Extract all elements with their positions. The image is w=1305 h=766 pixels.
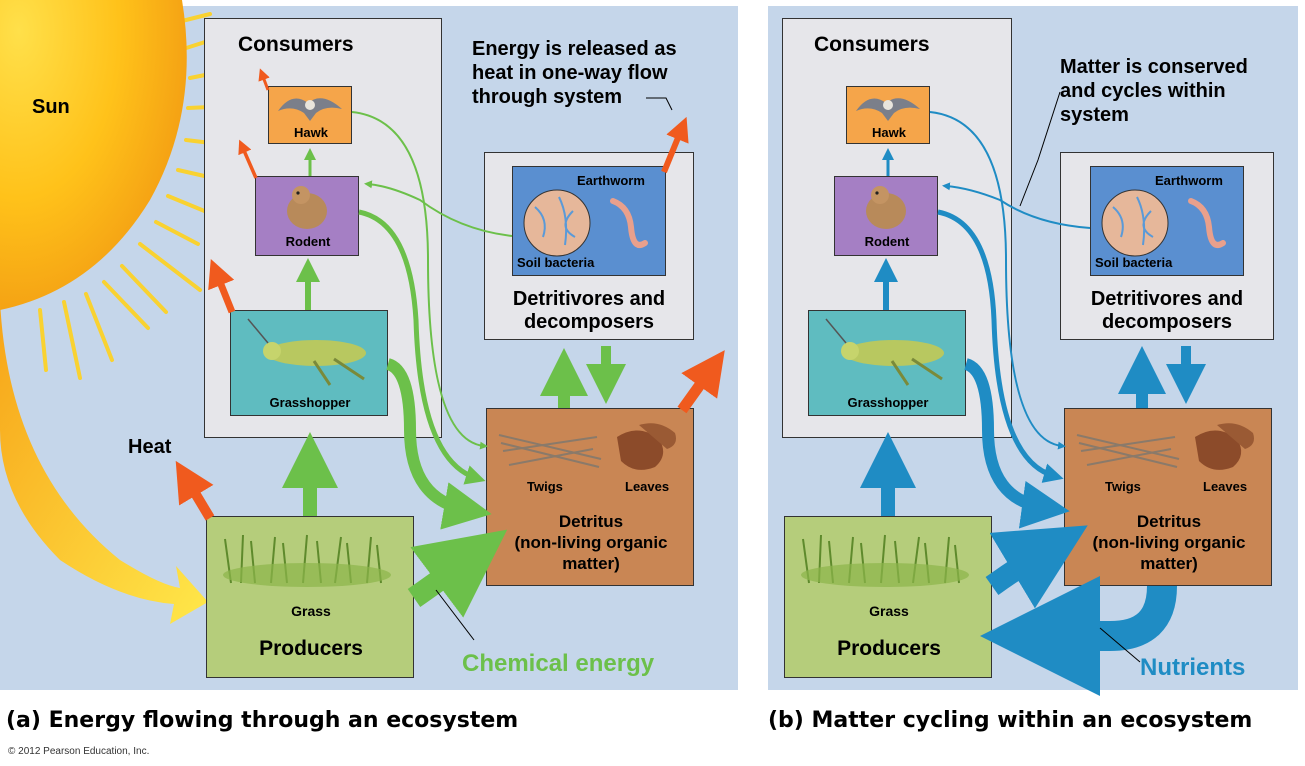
- earthworm-label-b: Earthworm: [1155, 173, 1223, 188]
- caption-a: (a) Energy flowing through an ecosystem: [6, 708, 519, 733]
- hawk-icon: [278, 98, 342, 121]
- twigs-leaves-icon: [498, 423, 676, 470]
- detritus-line-2-b: (non-living organic: [1092, 533, 1246, 552]
- twigs-label-b: Twigs: [1105, 479, 1141, 494]
- copyright-notice: © 2012 Pearson Education, Inc.: [8, 746, 150, 757]
- decomposer-image: Earthworm Soil bacteria: [512, 166, 666, 276]
- decomposer-image-b: Earthworm Soil bacteria: [1090, 166, 1244, 276]
- grasshopper-box-b: Grasshopper: [808, 310, 966, 416]
- nutrients-label: Nutrients: [1140, 654, 1246, 681]
- rodent-icon-b: [866, 186, 906, 229]
- matter-note-line-1: Matter is conserved: [1060, 56, 1248, 78]
- energy-note: Energy is released as heat in one-way fl…: [472, 37, 677, 109]
- rodent-box-b: Rodent: [834, 176, 938, 256]
- earthworm-label: Earthworm: [577, 173, 645, 188]
- hawk-box-b: Hawk: [846, 86, 930, 144]
- rodent-label: Rodent: [285, 234, 331, 249]
- grass-icon: [223, 534, 391, 587]
- detritus-box: Twigs Leaves Detritus (non-living organi…: [486, 408, 694, 586]
- chemical-energy-label: Chemical energy: [462, 650, 655, 677]
- grasshopper-label-b: Grasshopper: [847, 395, 929, 410]
- producers-box: Grass Producers: [206, 516, 414, 678]
- consumers-title-b: Consumers: [814, 33, 930, 56]
- detritus-line-1-b: Detritus: [1136, 512, 1202, 531]
- matter-note-line-2: and cycles within: [1060, 80, 1226, 102]
- detritivores-line-2: decomposers: [523, 311, 655, 333]
- energy-note-line-1: Energy is released as: [472, 38, 677, 60]
- grasshopper-label: Grasshopper: [269, 395, 351, 410]
- leaves-label: Leaves: [625, 479, 670, 494]
- energy-note-line-3: through system: [472, 86, 623, 108]
- rodent-box: Rodent: [255, 176, 359, 256]
- grasshopper-box: Grasshopper: [230, 310, 388, 416]
- producers-title-b: Producers: [837, 637, 941, 660]
- detritus-title: Detritus (non-living organic matter): [487, 511, 695, 574]
- detritus-line-3: matter): [562, 554, 620, 573]
- grass-icon-b: [801, 534, 969, 587]
- detritus-box-b: Twigs Leaves Detritus (non-living organi…: [1064, 408, 1272, 586]
- detritus-line-2: (non-living organic: [514, 533, 668, 552]
- detritus-line-3-b: matter): [1140, 554, 1198, 573]
- consumers-title: Consumers: [238, 33, 354, 56]
- soil-bacteria-label: Soil bacteria: [517, 255, 595, 270]
- soil-bacteria-label-b: Soil bacteria: [1095, 255, 1173, 270]
- grass-label-b: Grass: [869, 603, 909, 619]
- hawk-box: Hawk: [268, 86, 352, 144]
- detritivores-line-1-b: Detritivores and: [1090, 288, 1244, 310]
- producers-title: Producers: [259, 637, 363, 660]
- detritivores-line-2-b: decomposers: [1101, 311, 1233, 333]
- energy-note-line-2: heat in one-way flow: [472, 62, 668, 84]
- hawk-icon-b: [856, 98, 920, 121]
- producers-box-b: Grass Producers: [784, 516, 992, 678]
- grasshopper-icon: [247, 318, 366, 386]
- twigs-label: Twigs: [527, 479, 563, 494]
- matter-note: Matter is conserved and cycles within sy…: [1060, 55, 1248, 127]
- detritivores-title-b: Detritivores and decomposers: [1060, 288, 1274, 334]
- soil-bacteria-icon-b: [1101, 189, 1226, 257]
- caption-b: (b) Matter cycling within an ecosystem: [768, 708, 1253, 733]
- leaves-label-b: Leaves: [1203, 479, 1248, 494]
- sun-label: Sun: [32, 96, 70, 118]
- hawk-label: Hawk: [294, 125, 328, 140]
- hawk-label-b: Hawk: [872, 125, 906, 140]
- heat-label: Heat: [128, 436, 172, 458]
- rodent-label-b: Rodent: [864, 234, 910, 249]
- grasshopper-icon-b: [825, 318, 944, 386]
- grass-label: Grass: [291, 603, 331, 619]
- detritus-line-1: Detritus: [558, 512, 624, 531]
- detritivores-title: Detritivores and decomposers: [484, 288, 694, 334]
- detritivores-line-1: Detritivores and: [512, 288, 666, 310]
- detritus-title-b: Detritus (non-living organic matter): [1065, 511, 1273, 574]
- soil-bacteria-icon: [523, 189, 648, 257]
- matter-note-line-3: system: [1060, 104, 1129, 126]
- twigs-leaves-icon-b: [1076, 423, 1254, 470]
- rodent-icon: [287, 186, 327, 229]
